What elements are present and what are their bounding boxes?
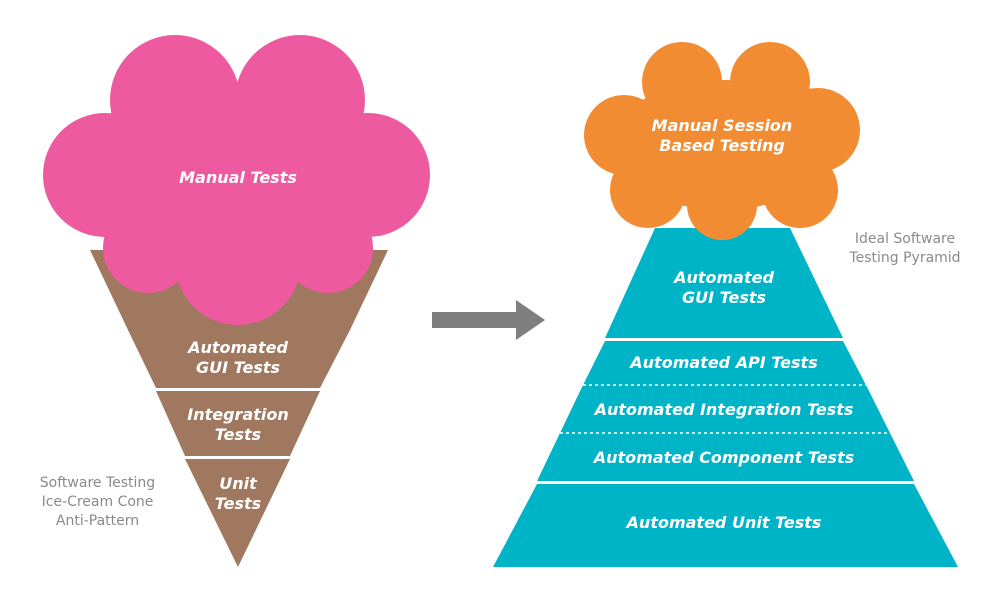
pyramid-integration-layer [560, 385, 890, 433]
cone-caption-line2: Ice-Cream Cone [41, 494, 154, 510]
manual-session-cloud [584, 42, 860, 240]
cone-unit-label-line2: Tests [214, 494, 262, 513]
ice-cream-cone-caption: Software Testing Ice-Cream Cone Anti-Pat… [20, 474, 175, 531]
pyramid-component-layer [537, 433, 914, 481]
manual-tests-label: Manual Tests [179, 168, 297, 187]
manual-session-label-line2: Based Testing [659, 136, 785, 155]
cone-caption-line3: Anti-Pattern [55, 513, 140, 529]
pyramid-gui-label-line1: Automated [674, 268, 774, 287]
pyramid-gui-label-line2: GUI Tests [681, 288, 767, 307]
right-arrow-icon [432, 300, 545, 340]
pyramid-api-layer [583, 341, 866, 385]
cone-gui-label-line2: GUI Tests [195, 358, 281, 377]
pyramid-unit-layer [493, 484, 958, 567]
cone-unit-layer [185, 459, 290, 567]
pyramid-gui-layer [605, 228, 843, 338]
cone-caption-line1: Software Testing [39, 475, 156, 491]
cone-integration-label-line2: Tests [214, 425, 262, 444]
pyramid-caption-line1: Ideal Software [854, 231, 956, 247]
cone-unit-label: Unit Tests [138, 474, 338, 514]
cone-gui-layer-lower [128, 330, 350, 388]
pyramid-integration-label: Automated Integration Tests [594, 400, 854, 419]
cone-gui-label: Automated GUI Tests [138, 338, 338, 378]
cone-integration-layer [156, 391, 320, 456]
pyramid-caption-line2: Testing Pyramid [849, 250, 961, 266]
cone-integration-label-line1: Integration [187, 405, 289, 424]
manual-session-label-line1: Manual Session [651, 116, 793, 135]
manual-session-label: Manual Session Based Testing [622, 116, 822, 156]
manual-tests-scoop [43, 35, 430, 325]
pyramid-unit-label: Automated Unit Tests [626, 513, 822, 532]
ideal-pyramid-caption: Ideal Software Testing Pyramid [840, 230, 970, 268]
pyramid-gui-label: Automated GUI Tests [624, 268, 824, 308]
cone-integration-label: Integration Tests [138, 405, 338, 445]
pyramid-component-label: Automated Component Tests [593, 448, 855, 467]
cone-unit-label-line1: Unit [219, 474, 257, 493]
pyramid-api-label: Automated API Tests [630, 353, 818, 372]
cone-gui-label-line1: Automated [188, 338, 288, 357]
